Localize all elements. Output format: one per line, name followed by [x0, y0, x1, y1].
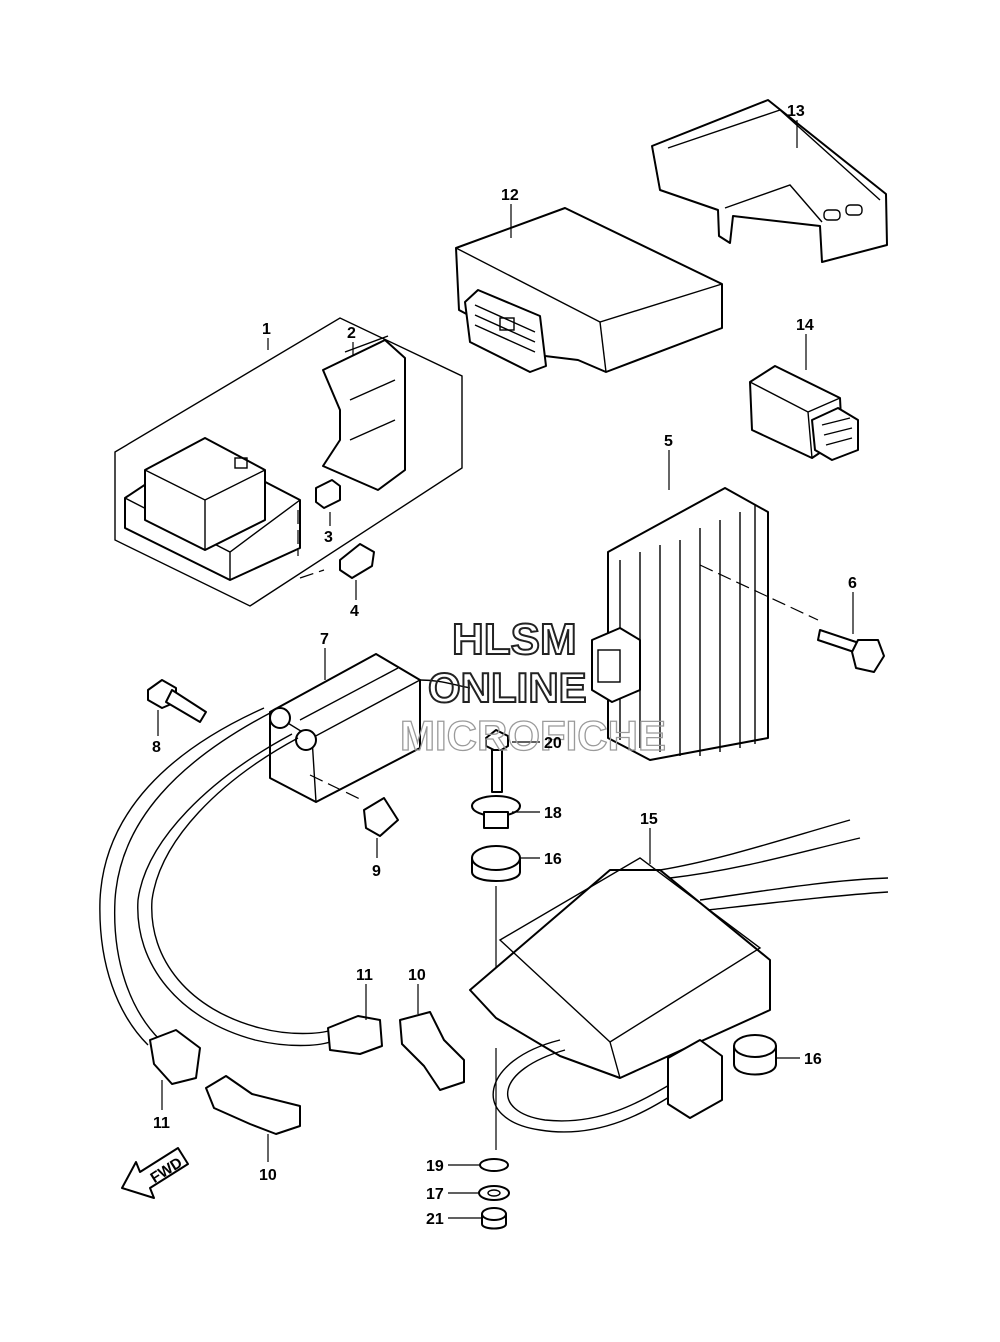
- part-8-bolt: [147, 679, 207, 723]
- callout-18: 18: [544, 805, 562, 822]
- callout-4: 4: [350, 603, 359, 620]
- callout-labels: 1 2 3 4 5 6 7 8 9 10 10 11 11 12 13 14 1…: [152, 103, 857, 1228]
- part-19-17-21-washers: [478, 1158, 510, 1230]
- part-7-ignition-coil: [99, 653, 471, 1047]
- callout-12: 12: [501, 187, 519, 204]
- callout-16-upper: 16: [544, 851, 562, 868]
- callout-21: 21: [426, 1211, 444, 1228]
- callout-9: 9: [372, 863, 381, 880]
- callout-3: 3: [324, 529, 333, 546]
- callout-19: 19: [426, 1158, 444, 1175]
- part-14-relay: [749, 365, 859, 461]
- part-5-regulator: [591, 487, 819, 761]
- callout-7: 7: [320, 631, 329, 648]
- callout-11-lower: 11: [153, 1115, 170, 1132]
- watermark-line-3: MICROFICHE: [400, 712, 666, 759]
- watermark: HLSM ONLINE MICROFICHE: [399, 614, 666, 760]
- callout-10-lower: 10: [259, 1167, 277, 1184]
- part-20-18-16-stack: [471, 729, 521, 1150]
- part-9-collar: [363, 797, 399, 837]
- callout-13: 13: [787, 103, 805, 120]
- watermark-line-2: ONLINE: [428, 664, 587, 711]
- fwd-arrow-icon: FWD: [121, 1147, 189, 1199]
- callout-2: 2: [347, 325, 356, 342]
- callout-10-upper: 10: [408, 967, 426, 984]
- part-13-cover: [651, 99, 888, 263]
- callout-11-upper: 11: [356, 967, 373, 984]
- callout-6: 6: [848, 575, 857, 592]
- part-1-assembly: [114, 317, 463, 607]
- part-15-module: [469, 819, 889, 1133]
- leader-lines: [157, 120, 854, 1219]
- part-16-grommet-right: [733, 1034, 777, 1076]
- part-6-bolt: [817, 629, 885, 673]
- callout-15: 15: [640, 811, 658, 828]
- callout-14: 14: [796, 317, 814, 334]
- callout-16-lower: 16: [804, 1051, 822, 1068]
- callout-17: 17: [426, 1186, 444, 1203]
- watermark-line-1: HLSM: [452, 615, 577, 664]
- callout-1: 1: [262, 321, 271, 338]
- callout-20: 20: [544, 735, 562, 752]
- callout-8: 8: [152, 739, 161, 756]
- part-12-ecm: [455, 207, 723, 373]
- callout-5: 5: [664, 433, 673, 450]
- part-10-11-caps: [149, 1011, 465, 1135]
